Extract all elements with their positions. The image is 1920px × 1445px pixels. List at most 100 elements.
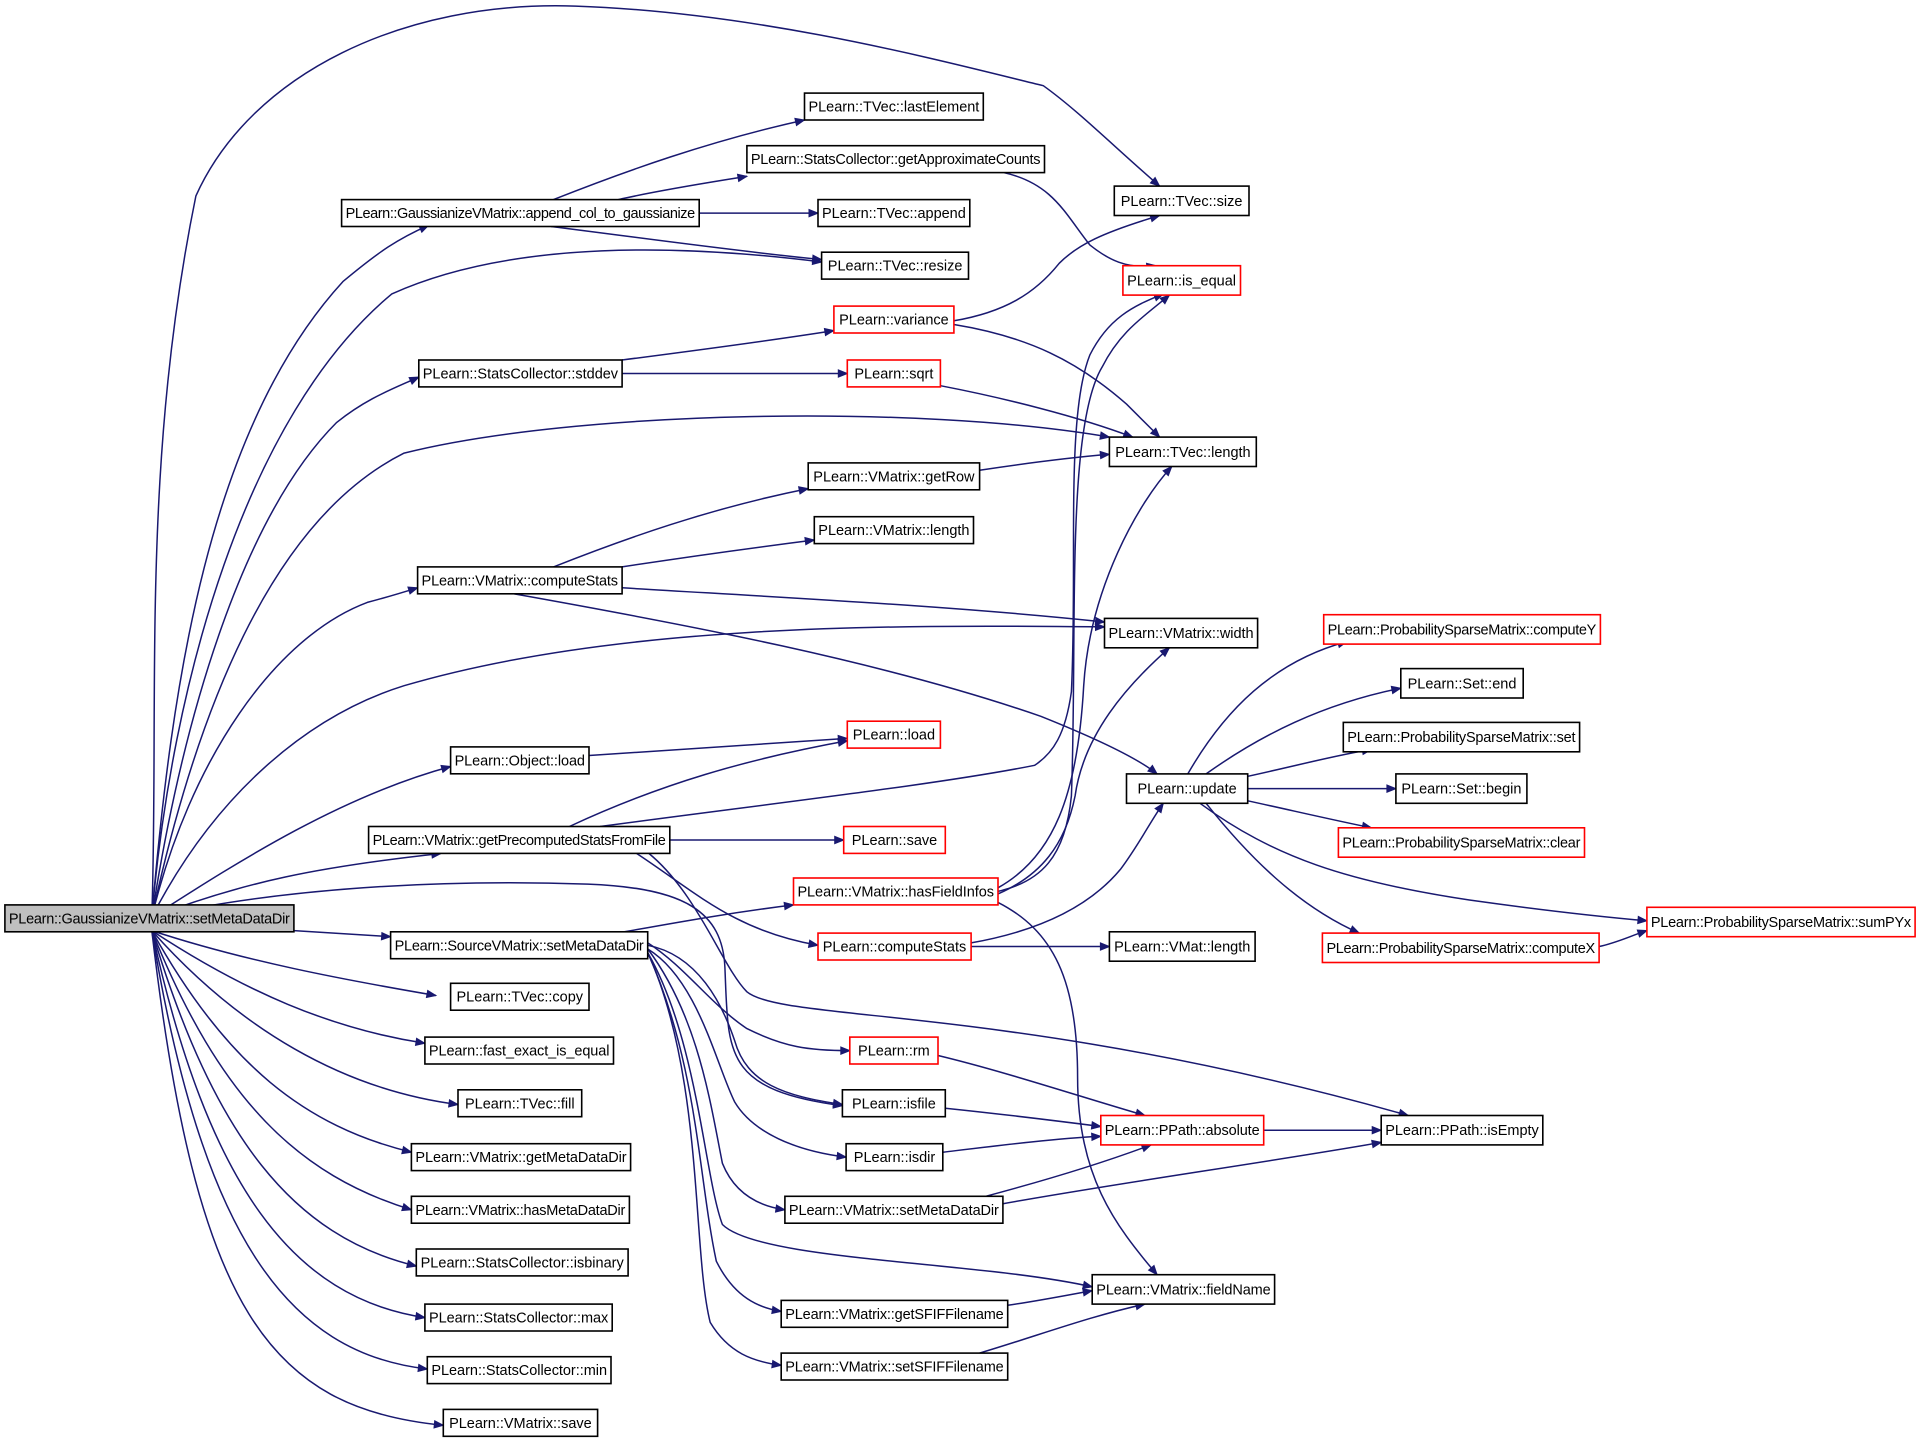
node-box[interactable] — [424, 1303, 613, 1332]
node-hasFieldInfos[interactable]: PLearn::VMatrix::hasFieldInfos — [792, 877, 999, 906]
node-box[interactable] — [820, 251, 970, 280]
node-box[interactable] — [784, 1195, 1004, 1225]
node-box[interactable] — [1646, 906, 1916, 938]
node-box[interactable] — [4, 904, 295, 933]
node-isEmpty[interactable]: PLearn::PPath::isEmpty — [1380, 1114, 1544, 1146]
node-box[interactable] — [410, 1142, 632, 1172]
node-sumPYx[interactable]: PLearn::ProbabilitySparseMatrix::sumPYx — [1646, 906, 1916, 938]
node-vmatLength[interactable]: PLearn::VMat::length — [1108, 930, 1256, 962]
node-box[interactable] — [1103, 617, 1259, 649]
node-box[interactable] — [1100, 1114, 1265, 1146]
node-box[interactable] — [367, 825, 671, 855]
node-getRow[interactable]: PLearn::VMatrix::getRow — [807, 462, 981, 491]
node-root[interactable]: PLearn::GaussianizeVMatrix::setMetaDataD… — [4, 904, 295, 933]
node-box[interactable] — [426, 1355, 612, 1385]
node-box[interactable] — [792, 877, 999, 906]
node-vmSave[interactable]: PLearn::VMatrix::save — [442, 1408, 599, 1438]
node-isEqual[interactable]: PLearn::is_equal — [1122, 264, 1242, 296]
node-tvecSize[interactable]: PLearn::TVec::size — [1113, 185, 1250, 217]
node-sqrt[interactable]: PLearn::sqrt — [846, 359, 942, 388]
node-tvecAppend[interactable]: PLearn::TVec::append — [817, 198, 971, 228]
node-box[interactable] — [1321, 932, 1600, 964]
node-box[interactable] — [1122, 264, 1242, 296]
node-box[interactable] — [415, 1248, 629, 1277]
node-fastExact[interactable]: PLearn::fast_exact_is_equal — [424, 1036, 615, 1065]
node-variance[interactable]: PLearn::variance — [833, 305, 955, 334]
node-box[interactable] — [813, 515, 975, 545]
node-getApprox[interactable]: PLearn::StatsCollector::getApproximateCo… — [746, 144, 1046, 174]
node-psmSet[interactable]: PLearn::ProbabilitySparseMatrix::set — [1342, 721, 1581, 753]
node-box[interactable] — [833, 305, 955, 334]
node-box[interactable] — [1400, 667, 1525, 699]
node-box[interactable] — [746, 144, 1046, 174]
node-box[interactable] — [340, 198, 701, 228]
node-box[interactable] — [1125, 773, 1249, 805]
node-box[interactable] — [817, 932, 972, 961]
node-box[interactable] — [457, 1089, 583, 1118]
node-scMax[interactable]: PLearn::StatsCollector::max — [424, 1303, 613, 1332]
node-box[interactable] — [841, 1089, 947, 1118]
node-box[interactable] — [1322, 613, 1602, 645]
node-computeStats[interactable]: PLearn::computeStats — [817, 932, 972, 961]
node-absolute[interactable]: PLearn::PPath::absolute — [1100, 1114, 1265, 1146]
node-setSFIF[interactable]: PLearn::VMatrix::setSFIFFilename — [780, 1352, 1009, 1381]
node-setBegin[interactable]: PLearn::Set::begin — [1395, 773, 1528, 805]
node-box[interactable] — [416, 566, 623, 595]
node-setEnd[interactable]: PLearn::Set::end — [1400, 667, 1525, 699]
node-computeX[interactable]: PLearn::ProbabilitySparseMatrix::compute… — [1321, 932, 1600, 964]
node-box[interactable] — [845, 1142, 944, 1172]
node-vmLength[interactable]: PLearn::VMatrix::length — [813, 515, 975, 545]
node-box[interactable] — [1113, 185, 1250, 217]
node-box[interactable] — [1337, 826, 1586, 858]
node-box[interactable] — [780, 1352, 1009, 1381]
node-save[interactable]: PLearn::save — [842, 825, 947, 855]
node-vmWidth[interactable]: PLearn::VMatrix::width — [1103, 617, 1259, 649]
node-box[interactable] — [1342, 721, 1581, 753]
node-update[interactable]: PLearn::update — [1125, 773, 1249, 805]
node-box[interactable] — [389, 930, 649, 960]
node-box[interactable] — [846, 359, 942, 388]
node-getMetaDataDir[interactable]: PLearn::VMatrix::getMetaDataDir — [410, 1142, 632, 1172]
node-box[interactable] — [803, 92, 985, 121]
node-box[interactable] — [1108, 930, 1256, 962]
node-isdir[interactable]: PLearn::isdir — [845, 1142, 944, 1172]
node-box[interactable] — [410, 1195, 631, 1225]
node-box[interactable] — [1395, 773, 1528, 805]
node-box[interactable] — [848, 1036, 939, 1065]
node-box[interactable] — [1380, 1114, 1544, 1146]
node-tvecResize[interactable]: PLearn::TVec::resize — [820, 251, 970, 280]
node-hasMetaDataDir[interactable]: PLearn::VMatrix::hasMetaDataDir — [410, 1195, 631, 1225]
node-isbinary[interactable]: PLearn::StatsCollector::isbinary — [415, 1248, 629, 1277]
node-tvecCopy[interactable]: PLearn::TVec::copy — [449, 982, 590, 1011]
node-box[interactable] — [1108, 436, 1258, 468]
node-computeY[interactable]: PLearn::ProbabilitySparseMatrix::compute… — [1322, 613, 1602, 645]
node-rm[interactable]: PLearn::rm — [848, 1036, 939, 1065]
node-getSFIF[interactable]: PLearn::VMatrix::getSFIFFilename — [780, 1299, 1009, 1329]
node-box[interactable] — [449, 746, 590, 775]
node-psmClear[interactable]: PLearn::ProbabilitySparseMatrix::clear — [1337, 826, 1586, 858]
node-lastElement[interactable]: PLearn::TVec::lastElement — [803, 92, 985, 121]
node-scMin[interactable]: PLearn::StatsCollector::min — [426, 1355, 612, 1385]
node-box[interactable] — [1091, 1273, 1276, 1305]
node-vmSetMeta[interactable]: PLearn::VMatrix::setMetaDataDir — [784, 1195, 1004, 1225]
node-sourceSetMeta[interactable]: PLearn::SourceVMatrix::setMetaDataDir — [389, 930, 649, 960]
node-box[interactable] — [846, 720, 942, 749]
node-box[interactable] — [417, 359, 623, 388]
node-box[interactable] — [424, 1036, 615, 1065]
node-box[interactable] — [842, 825, 947, 855]
node-computeStatsVM[interactable]: PLearn::VMatrix::computeStats — [416, 566, 623, 595]
node-box[interactable] — [807, 462, 981, 491]
node-box[interactable] — [449, 982, 590, 1011]
node-getPrecomp[interactable]: PLearn::VMatrix::getPrecomputedStatsFrom… — [367, 825, 671, 855]
node-tvecFill[interactable]: PLearn::TVec::fill — [457, 1089, 583, 1118]
node-objectLoad[interactable]: PLearn::Object::load — [449, 746, 590, 775]
node-box[interactable] — [780, 1299, 1009, 1329]
node-tvecLength[interactable]: PLearn::TVec::length — [1108, 436, 1258, 468]
node-box[interactable] — [817, 198, 971, 228]
node-isfile[interactable]: PLearn::isfile — [841, 1089, 947, 1118]
node-fieldName[interactable]: PLearn::VMatrix::fieldName — [1091, 1273, 1276, 1305]
node-append[interactable]: PLearn::GaussianizeVMatrix::append_col_t… — [340, 198, 701, 228]
node-box[interactable] — [442, 1408, 599, 1438]
node-load[interactable]: PLearn::load — [846, 720, 942, 749]
node-stddev[interactable]: PLearn::StatsCollector::stddev — [417, 359, 623, 388]
